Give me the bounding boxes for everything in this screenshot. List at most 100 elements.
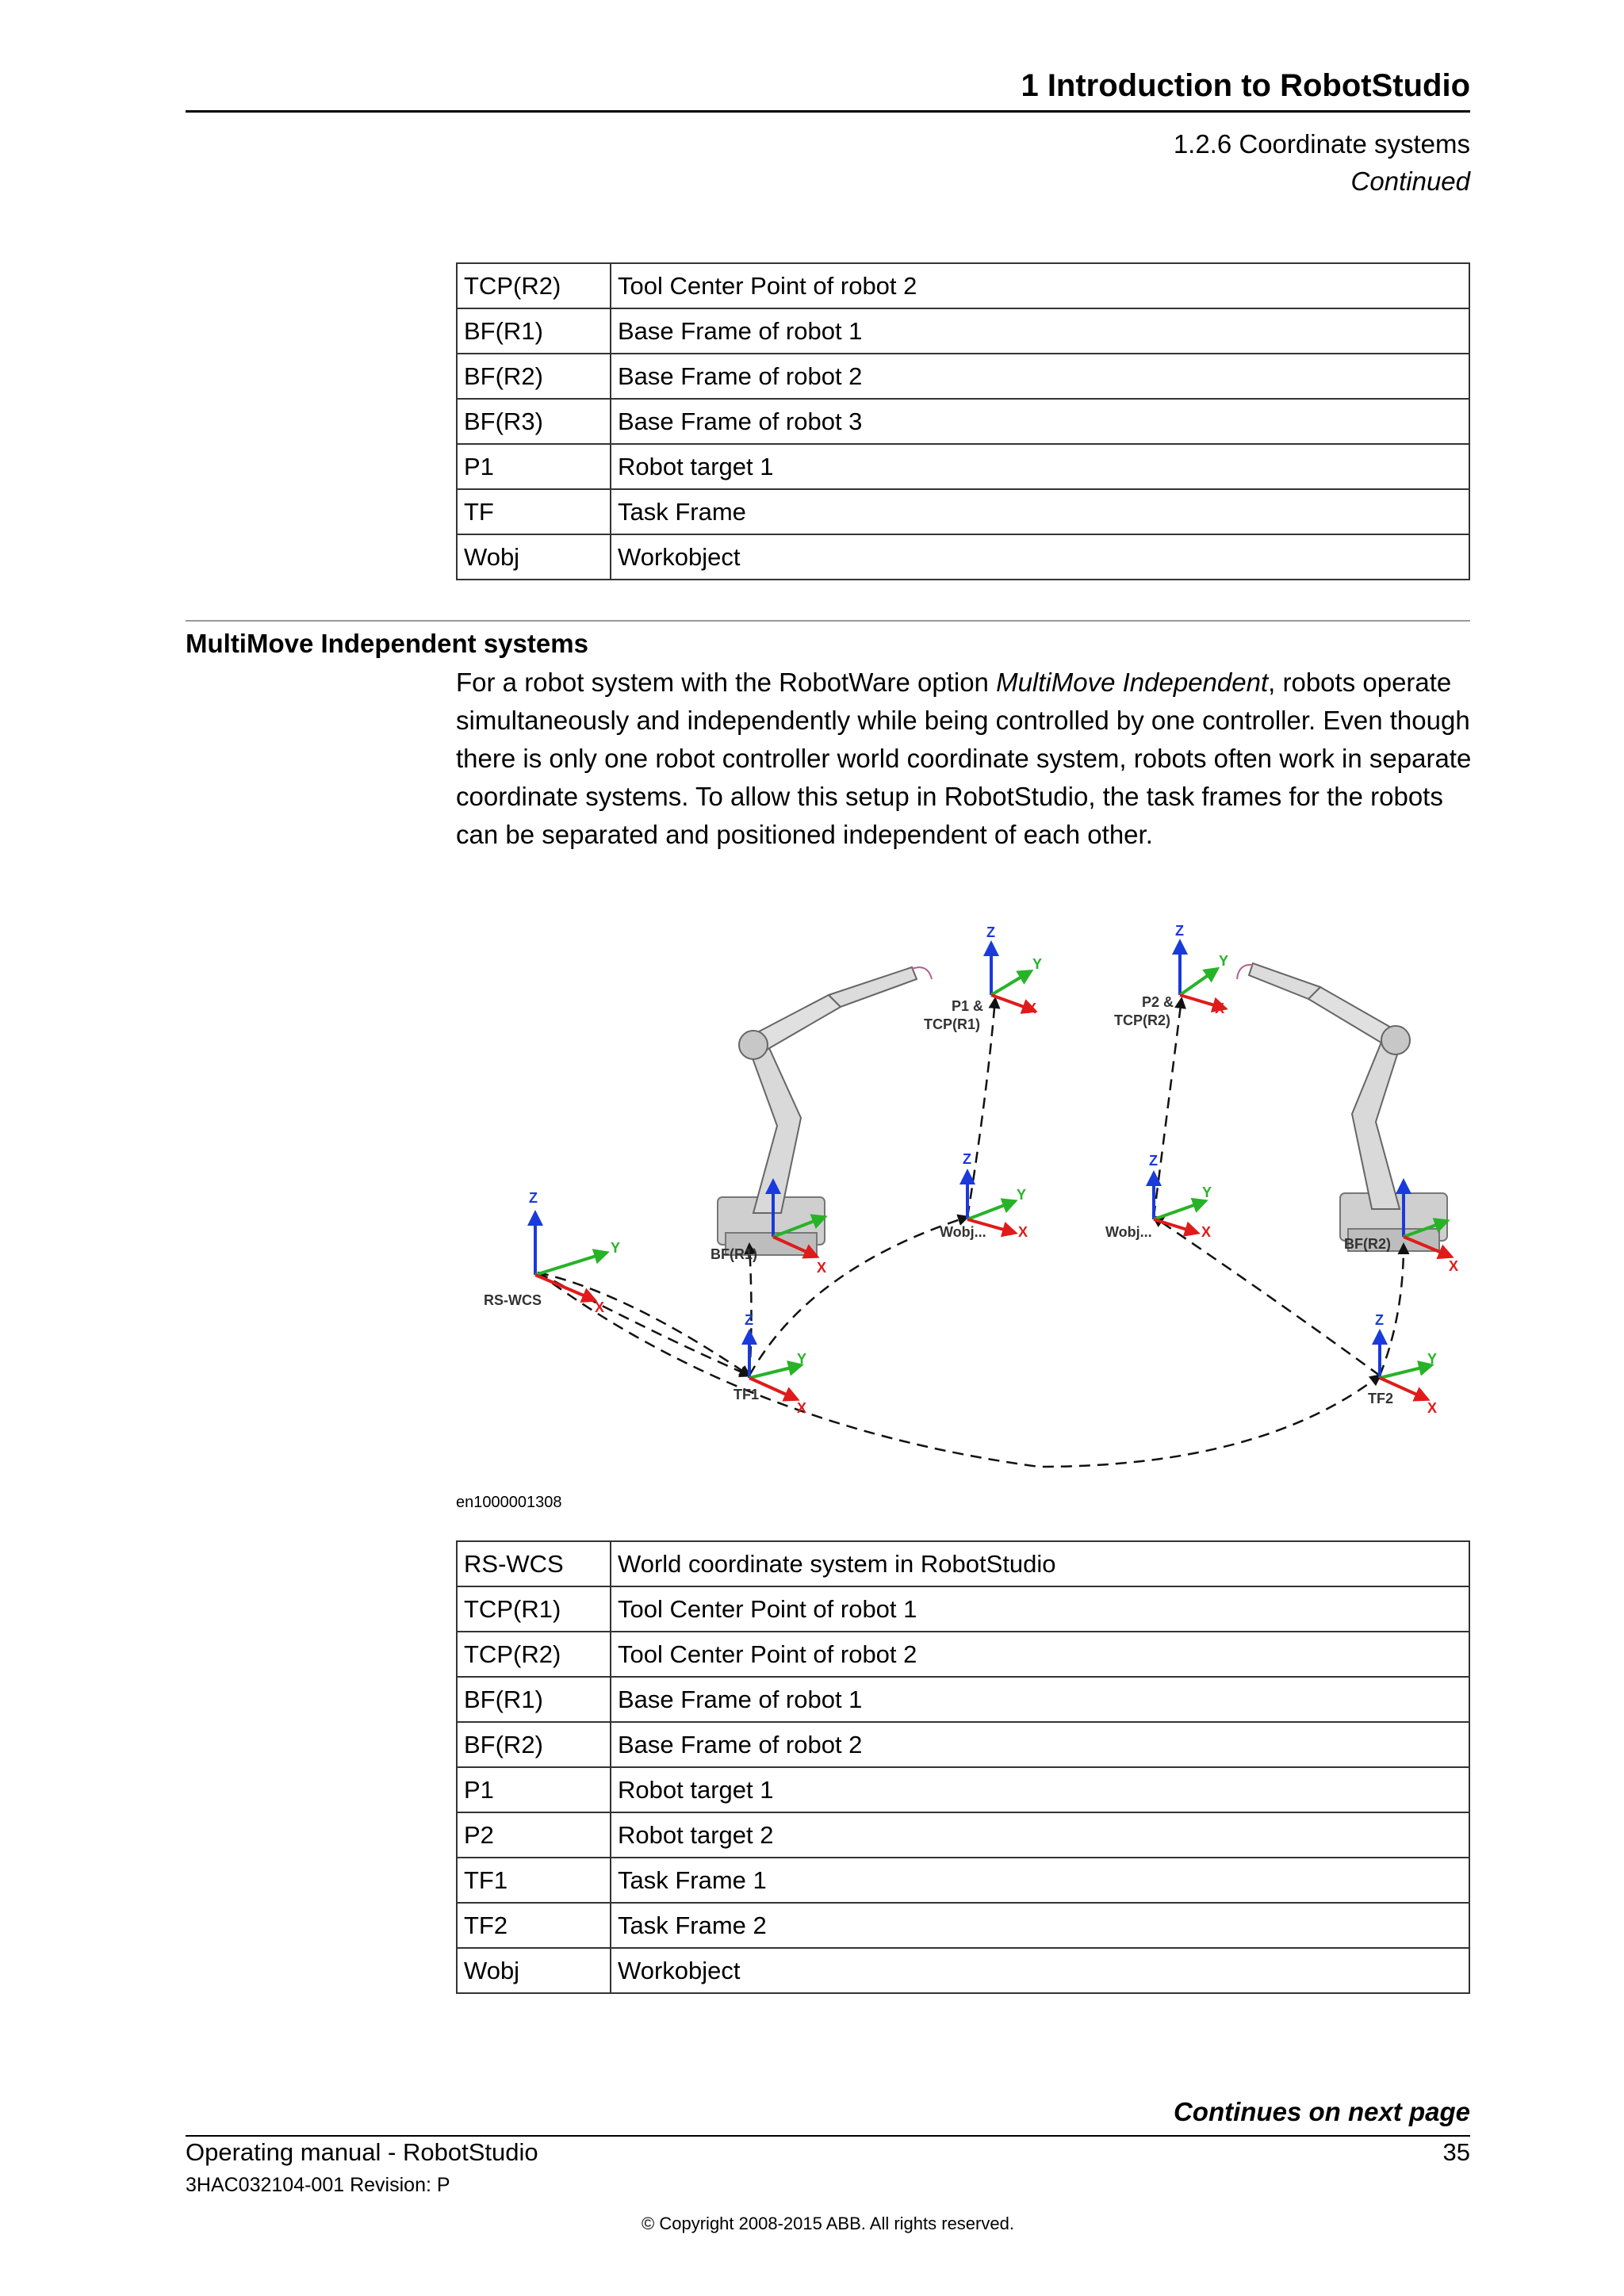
table-row: TCP(R2)Tool Center Point of robot 2 — [456, 262, 1470, 309]
desc-cell: Task Frame — [610, 488, 1470, 535]
frame-p2-tcp-r2: Z Y X P2 & TCP(R2) — [1114, 923, 1228, 1028]
svg-text:X: X — [817, 1260, 826, 1276]
frame-tf1: Z Y X TF1 — [733, 1312, 806, 1416]
label-rs-wcs: RS-WCS — [484, 1292, 542, 1308]
robot-1-illustration — [717, 966, 933, 1256]
svg-text:Y: Y — [797, 1351, 806, 1367]
label-wobj-2: Wobj... — [1105, 1224, 1152, 1240]
desc-cell: Tool Center Point of robot 1 — [610, 1586, 1470, 1632]
desc-cell: Workobject — [610, 1947, 1470, 1994]
continues-next-page: Continues on next page — [1173, 2097, 1470, 2126]
abbr-cell: RS-WCS — [456, 1540, 611, 1587]
copyright: © Copyright 2008-2015 ABB. All rights re… — [642, 2214, 1014, 2233]
definitions-table-1: TCP(R2)Tool Center Point of robot 2 BF(R… — [456, 262, 1470, 580]
abbr-cell: TF1 — [456, 1857, 611, 1904]
label-tf2: TF2 — [1368, 1391, 1393, 1406]
label-p1: P1 & — [952, 998, 983, 1014]
page-number: 35 — [1442, 2138, 1470, 2166]
svg-text:Y: Y — [1427, 1351, 1437, 1367]
frame-wobj-1: Z Y X Wobj... — [940, 1151, 1028, 1240]
svg-text:Y: Y — [1017, 1187, 1026, 1203]
table-row: BF(R3)Base Frame of robot 3 — [456, 398, 1470, 445]
frame-tf2: Z Y X TF2 — [1368, 1312, 1437, 1416]
header-rule — [186, 110, 1470, 113]
desc-cell: Base Frame of robot 1 — [610, 308, 1470, 354]
abbr-cell: BF(R1) — [456, 308, 611, 354]
table-row: BF(R2)Base Frame of robot 2 — [456, 353, 1470, 400]
desc-cell: Workobject — [610, 534, 1470, 580]
desc-cell: Task Frame 1 — [610, 1857, 1470, 1904]
label-bf-r2: BF(R2) — [1344, 1236, 1391, 1252]
footer-manual-title: Operating manual - RobotStudio — [186, 2138, 538, 2166]
abbr-cell: Wobj — [456, 1947, 611, 1994]
figure-id: en1000001308 — [456, 1494, 562, 1511]
desc-cell: Base Frame of robot 3 — [610, 398, 1470, 445]
label-tcp-r2: TCP(R2) — [1114, 1012, 1170, 1028]
desc-cell: Tool Center Point of robot 2 — [610, 262, 1470, 309]
chapter-title: 1 Introduction to RobotStudio — [1021, 68, 1470, 103]
svg-text:X: X — [1027, 1001, 1036, 1016]
label-wobj-1: Wobj... — [940, 1224, 986, 1240]
svg-text:Y: Y — [611, 1240, 620, 1256]
svg-text:Z: Z — [745, 1312, 753, 1328]
svg-text:X: X — [1215, 1001, 1224, 1016]
table-row: TCP(R1)Tool Center Point of robot 1 — [456, 1586, 1470, 1632]
abbr-cell: TCP(R2) — [456, 1631, 611, 1678]
frame-rs-wcs: Z Y X RS-WCS — [484, 1190, 620, 1315]
abbr-cell: P2 — [456, 1812, 611, 1858]
continued-label: Continued — [1350, 166, 1470, 196]
label-tcp-r1: TCP(R1) — [924, 1016, 980, 1032]
abbr-cell: TCP(R2) — [456, 262, 611, 309]
svg-text:X: X — [595, 1299, 604, 1315]
desc-cell: Robot target 1 — [610, 443, 1470, 490]
frame-bf-r1: X BF(R1) — [710, 1178, 828, 1276]
multimove-figure: Z Y X RS-WCS X BF(R1) Z Y X TF1 — [468, 920, 1491, 1490]
desc-cell: Robot target 2 — [610, 1812, 1470, 1858]
desc-cell: Base Frame of robot 2 — [610, 353, 1470, 400]
desc-cell: World coordinate system in RobotStudio — [610, 1540, 1470, 1587]
table-row: BF(R1)Base Frame of robot 1 — [456, 308, 1470, 354]
svg-text:Z: Z — [1149, 1153, 1158, 1169]
desc-cell: Tool Center Point of robot 2 — [610, 1631, 1470, 1678]
svg-text:Z: Z — [986, 924, 995, 940]
abbr-cell: TCP(R1) — [456, 1586, 611, 1632]
abbr-cell: Wobj — [456, 534, 611, 580]
abbr-cell: BF(R3) — [456, 398, 611, 445]
svg-text:Y: Y — [1202, 1184, 1212, 1200]
svg-text:X: X — [797, 1400, 806, 1416]
abbr-cell: BF(R2) — [456, 1721, 611, 1768]
frame-relationship-lines — [537, 997, 1410, 1468]
svg-text:Z: Z — [963, 1151, 971, 1167]
table-row: BF(R1)Base Frame of robot 1 — [456, 1676, 1470, 1723]
footer-rule — [186, 2135, 1470, 2137]
frame-p1-tcp-r1: Z Y X P1 & TCP(R1) — [924, 924, 1042, 1032]
svg-text:X: X — [1018, 1224, 1028, 1240]
document-id: 3HAC032104-001 Revision: P — [186, 2174, 450, 2196]
svg-text:Y: Y — [1032, 956, 1042, 972]
table-row: TCP(R2)Tool Center Point of robot 2 — [456, 1631, 1470, 1678]
frame-bf-r2: X BF(R2) — [1344, 1178, 1458, 1274]
svg-text:Z: Z — [1175, 923, 1184, 939]
abbr-cell: P1 — [456, 1766, 611, 1813]
svg-text:Z: Z — [529, 1190, 538, 1206]
desc-cell: Base Frame of robot 2 — [610, 1721, 1470, 1768]
abbr-cell: BF(R2) — [456, 353, 611, 400]
desc-cell: Task Frame 2 — [610, 1902, 1470, 1949]
table-row: BF(R2)Base Frame of robot 2 — [456, 1721, 1470, 1768]
desc-cell: Base Frame of robot 1 — [610, 1676, 1470, 1723]
abbr-cell: P1 — [456, 443, 611, 490]
label-p2: P2 & — [1142, 994, 1174, 1010]
section-heading: MultiMove Independent systems — [186, 629, 588, 658]
robot-2-illustration — [1236, 962, 1448, 1252]
frame-wobj-2: Z Y X Wobj... — [1105, 1153, 1212, 1240]
svg-text:Z: Z — [1375, 1312, 1384, 1328]
section-paragraph: For a robot system with the RobotWare op… — [456, 668, 1472, 849]
